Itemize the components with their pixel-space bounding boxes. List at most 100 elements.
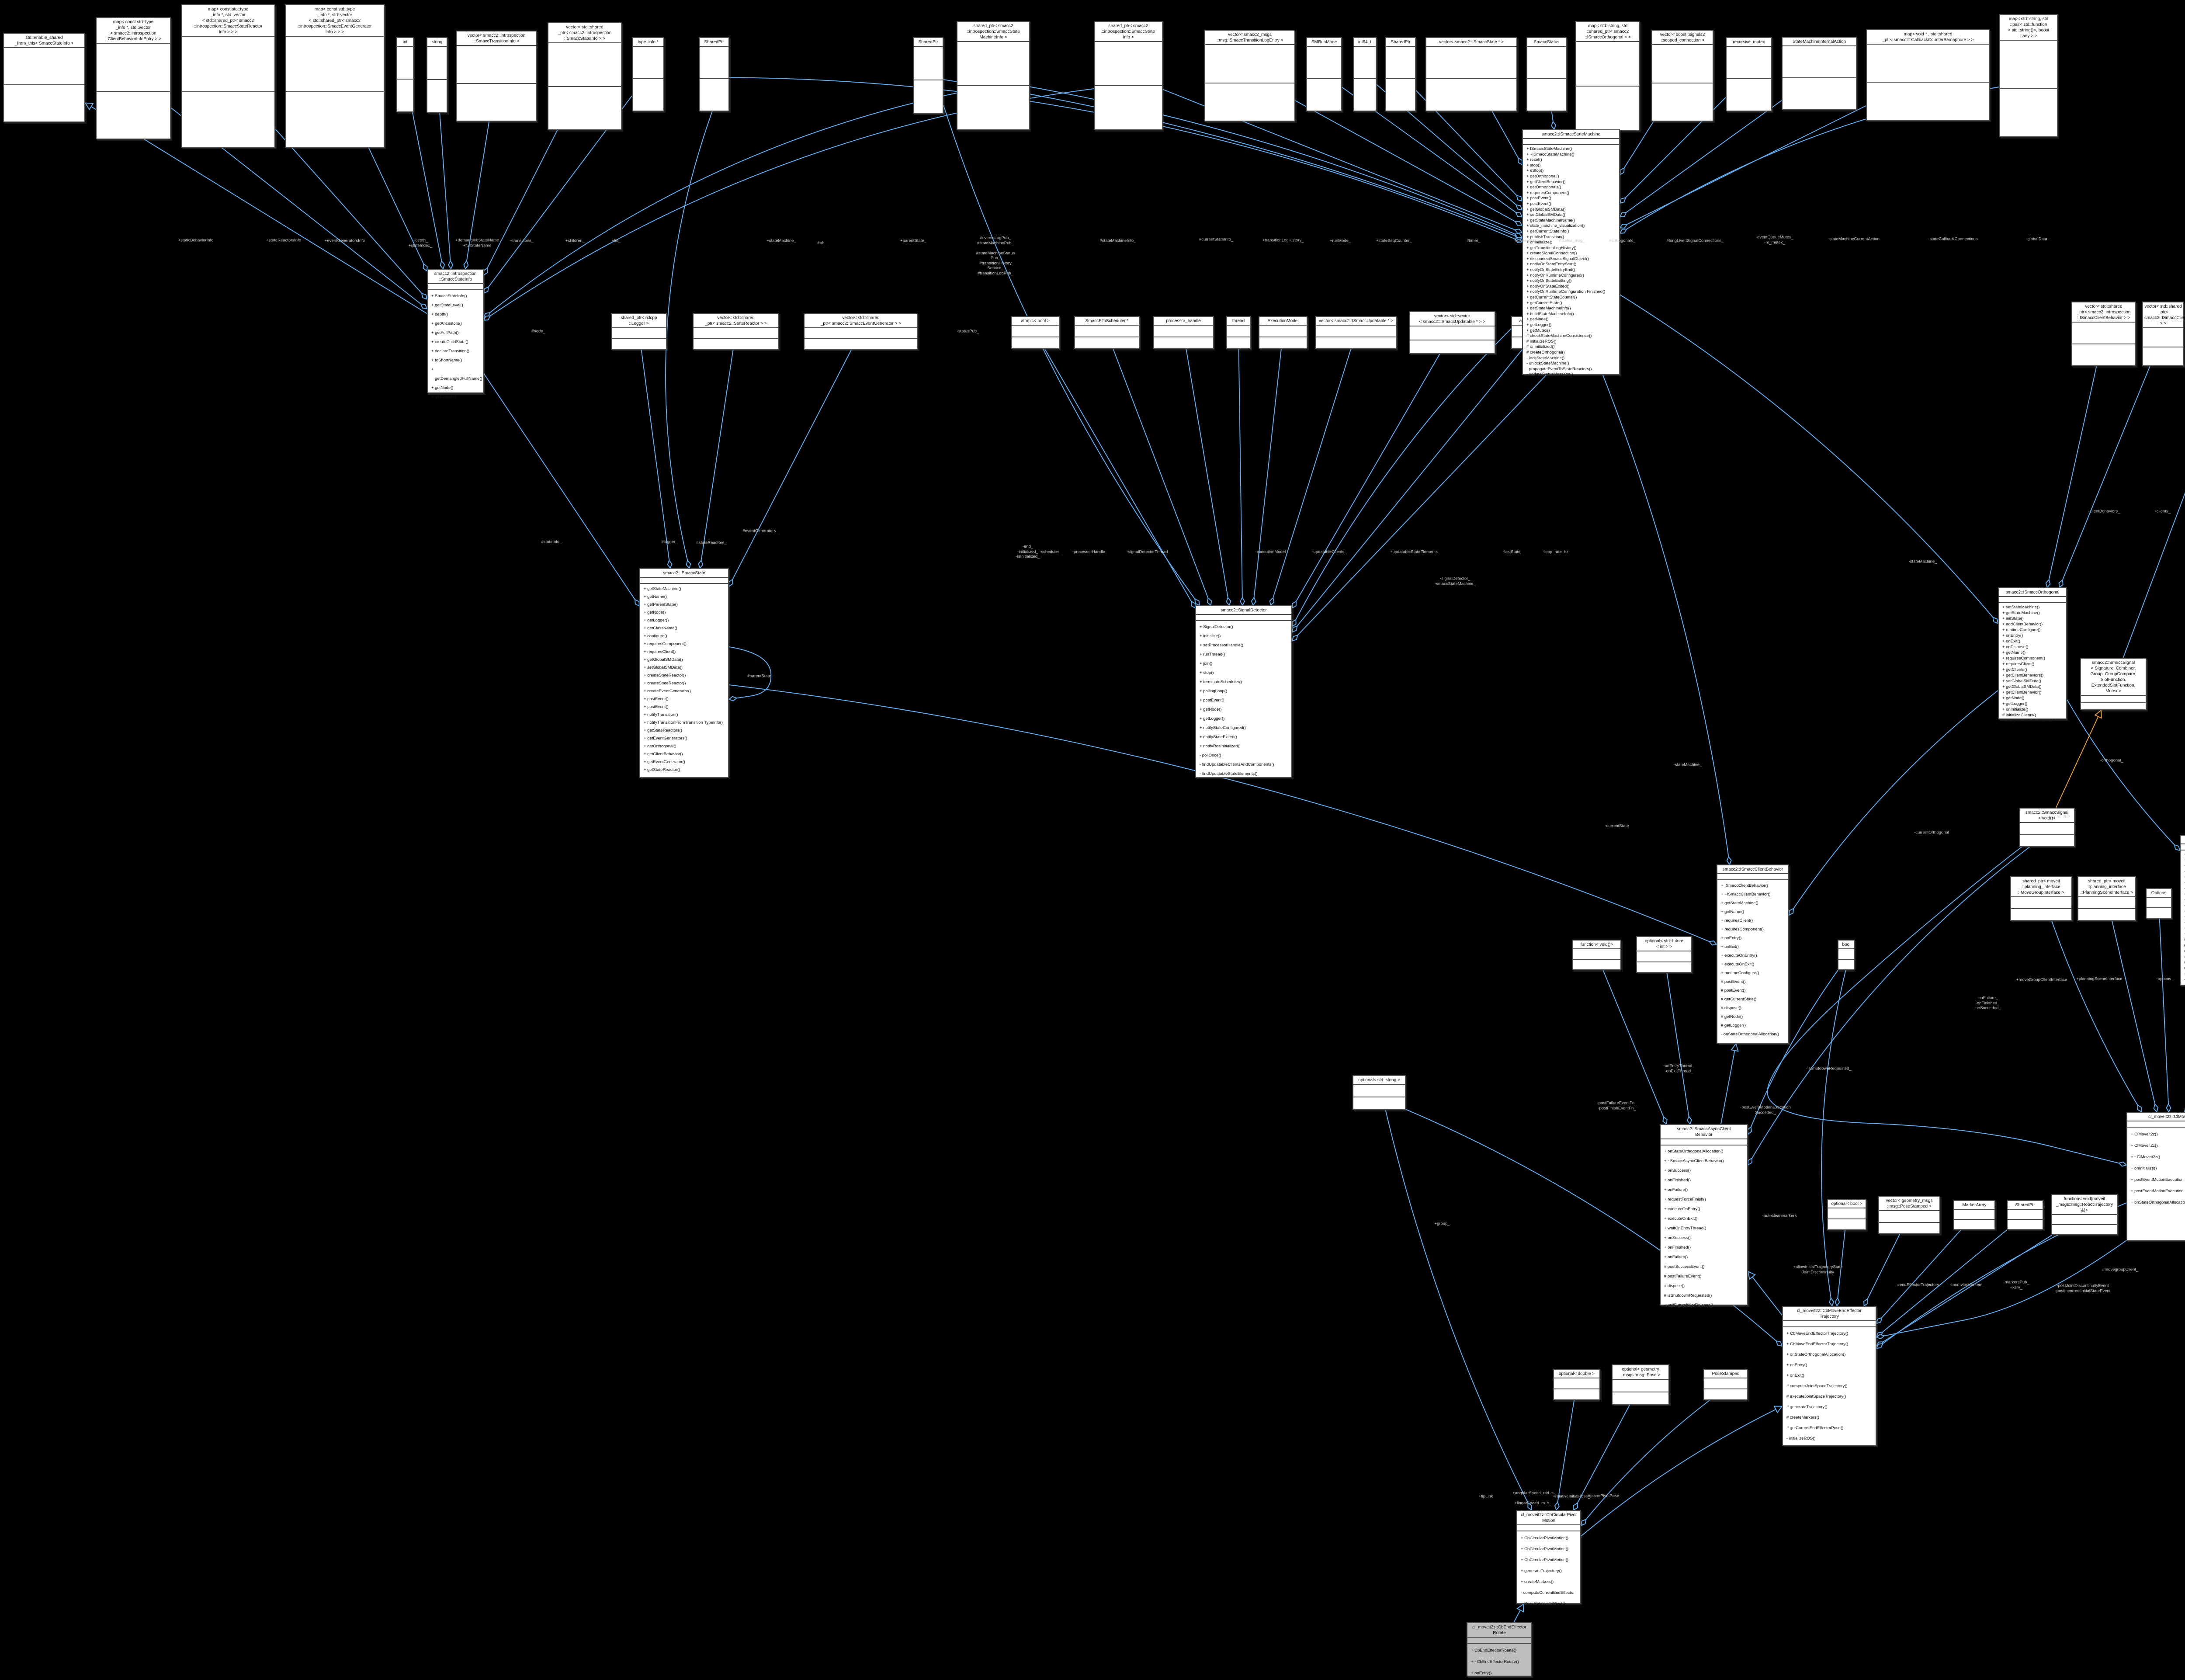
class-node-iss[interactable]: smacc2::ISmaccState+ getStateMachine()+ … (639, 568, 729, 778)
member-row: + onInitialize() (2002, 707, 2029, 712)
member-row: + getStateLevel() (431, 303, 463, 308)
aggregation-diamond-icon (1619, 167, 1625, 176)
class-title: optional< std::future < int > > (1637, 937, 1691, 951)
aggregation-diamond-icon (2166, 1103, 2171, 1113)
class-title: shared_ptr< smacc2 ::introspection::Smac… (957, 22, 1029, 42)
member-row: + requiresComponent() (1526, 190, 1569, 195)
attributes-compartment (2127, 1121, 2185, 1128)
class-node-cer[interactable]: cl_moveit2z::CbEndEffector Rotate+ CbEnd… (1467, 1622, 1532, 1677)
members-compartment: + SignalDetector()+ initialize()+ setPro… (1196, 621, 1291, 780)
member-row: # initializeROS() (1526, 339, 1557, 344)
empty-compartment (4, 85, 84, 121)
member-row: + ~ClMoveit2z() (2131, 1155, 2161, 1159)
class-node-op: Options (2146, 888, 2172, 919)
edge-label: +eventGeneratorsInfo (324, 238, 365, 243)
class-title: PoseStamped (1704, 1370, 1747, 1378)
class-title: shared_ptr< smacc2 ::introspection::Smac… (1095, 22, 1162, 42)
empty-compartment (2008, 1210, 2043, 1220)
inheritance-arrow-icon (84, 102, 94, 111)
edge-label: +children_ (565, 238, 585, 243)
edge-label: #movegroupClient_ (2102, 1267, 2139, 1272)
edge-path (1876, 1235, 2053, 1347)
aggregation-diamond-icon (1226, 597, 1231, 607)
member-row: + requiresClient() (644, 649, 676, 654)
aggregation-diamond-icon (1207, 597, 1212, 606)
class-title: cl_moveit2z::CbCircularPivot Motion (1517, 1511, 1580, 1525)
member-row: # getLogger() (2182, 965, 2185, 971)
class-node-clm[interactable]: cl_moveit2z::ClMoveit2z+ ClMoveit2z()+ C… (2126, 1112, 2185, 1241)
edge-path (1556, 1400, 1575, 1510)
member-row: + getType() (2182, 892, 2185, 897)
empty-compartment (633, 79, 663, 111)
class-node-ssi[interactable]: smacc2::introspection ::SmaccStateInfo+ … (427, 269, 484, 399)
member-row: + SignalDetector() (1200, 625, 1233, 629)
member-row: - pollOnce() (1200, 753, 1221, 758)
edge-label: +tid_ (611, 238, 621, 243)
aggregation-diamond-icon (1828, 1297, 1835, 1307)
class-node-t22: recursive_mutex (1726, 37, 1772, 111)
member-row: + notifyOnStateEntryEnd() (1526, 267, 1575, 273)
empty-compartment (182, 92, 274, 147)
member-row: + onEntry() (2002, 633, 2023, 638)
edge-label: -updatableClients_ (1312, 549, 1347, 555)
empty-compartment (548, 87, 621, 130)
aggregation-diamond-icon (2137, 1104, 2142, 1113)
member-row: + getClientBehavior() (1526, 179, 1566, 184)
edge-path (1720, 1043, 1737, 1125)
edge-path (1620, 105, 1866, 229)
class-node-ort[interactable]: smacc2::ISmaccOrthogonal+ setStateMachin… (1998, 587, 2067, 723)
edge-path (1748, 1271, 1783, 1316)
empty-compartment (2081, 703, 2146, 710)
attributes-compartment (1467, 1638, 1531, 1644)
class-node-p2: shared_ptr< moveit ::planning_interface … (2077, 876, 2136, 921)
class-title: string (427, 38, 447, 47)
aggregation-diamond-icon (1876, 1343, 1884, 1349)
aggregation-diamond-icon (1518, 157, 1523, 166)
empty-compartment (612, 328, 666, 339)
member-row: + buildStateMachineInfo() (1526, 311, 1574, 316)
class-node-t4: map< const std::type _info *, std::vecto… (285, 4, 385, 148)
member-row: # getCurrentEndEffectorPose() (1786, 1426, 1844, 1430)
class-title: ExecutionModel (1259, 317, 1307, 326)
edge-path (1789, 690, 1998, 916)
attributes-compartment (1661, 1139, 1747, 1145)
edge-label: -signalDetector_ -smaccStateMachine_ (1435, 576, 1476, 587)
member-row: - updateStatusMessage() (1526, 372, 1573, 377)
attributes-compartment (2181, 844, 2185, 850)
empty-compartment (1316, 326, 1396, 337)
members-compartment: + CbMoveEndEffectorTrajectory()+ CbMoveE… (1783, 1327, 1876, 1445)
member-row: + executeOnEntry() (1664, 1207, 1700, 1211)
class-node-sm[interactable]: smacc2::ISmaccStateMachine+ ISmaccStateM… (1522, 129, 1620, 377)
member-row: + getOrthogonal() (1526, 174, 1559, 179)
empty-compartment (1205, 45, 1294, 83)
members-compartment: + ISmaccStateMachine()+ ~ISmaccStateMach… (1523, 145, 1619, 379)
class-node-cpm[interactable]: cl_moveit2z::CbCircularPivot Motion+ CbC… (1516, 1510, 1581, 1606)
member-row: + onFailure() (1664, 1187, 1688, 1192)
class-node-icl[interactable]: smacc2::ISmaccClient+ ISmaccClient()+ ~I… (2180, 835, 2185, 988)
class-node-sd[interactable]: smacc2::SignalDetector+ SignalDetector()… (1195, 605, 1292, 778)
class-node-icb[interactable]: smacc2::ISmaccClientBehavior+ ISmaccClie… (1717, 864, 1789, 1044)
member-row: + onEntry() (1721, 936, 1742, 941)
member-row: + notifyStateConfigured() (1200, 725, 1246, 730)
member-row: # isShutdownRequested() (1664, 1293, 1712, 1298)
class-title: optional< geometry _msgs::msg::Pose > (1613, 1365, 1668, 1380)
edge-path (1767, 847, 2127, 1166)
edge-label: -stateMachine_ (1673, 762, 1702, 767)
empty-compartment (1554, 1389, 1599, 1399)
empty-compartment (1828, 1219, 1866, 1229)
member-row: + stop() (1526, 163, 1541, 168)
class-node-ma: MarkerArray (1953, 1200, 1995, 1230)
class-node-met[interactable]: cl_moveit2z::CbMoveEndEffector Trajector… (1782, 1306, 1876, 1446)
edge-path (412, 112, 444, 269)
edge-label: -markersPub_ -iksrv_ (2003, 1280, 2029, 1290)
aggregation-diamond-icon (1686, 1115, 1693, 1125)
member-row: + CbCircularPivotMotion() (1521, 1547, 1569, 1552)
edge-label: +updatableStateElements_ (1390, 549, 1440, 555)
aggregation-diamond-icon (1514, 235, 1523, 240)
class-node-acb[interactable]: smacc2::SmaccAsyncClient Behavior+ onSta… (1660, 1124, 1748, 1308)
class-title: map< const std::type _info *, std::vecto… (97, 18, 170, 44)
empty-compartment (694, 328, 778, 339)
class-title: shared_ptr< moveit ::planning_interface … (2078, 877, 2135, 897)
empty-compartment (700, 79, 728, 111)
edge-path (699, 349, 734, 569)
